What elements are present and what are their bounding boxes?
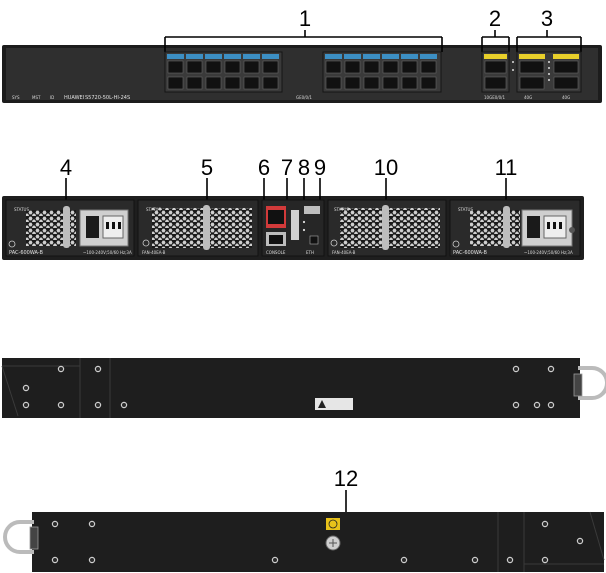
callout-7: 7	[281, 155, 293, 180]
warning-icon	[318, 400, 326, 408]
sfp-label-a: 40G	[524, 95, 532, 100]
psu-right-status-label: STATUS	[458, 207, 473, 212]
callout-9: 9	[314, 155, 326, 180]
psu-right-rating: ~100-240V;50/60 Hz;3A	[524, 250, 573, 255]
fan-module-left: STATUS FAN-40EA-B	[137, 199, 259, 257]
sfp-label-b: 40G	[562, 95, 570, 100]
fan-right-model: FAN-40EA-B	[332, 250, 356, 255]
sys-indicator-label: SYS	[12, 95, 20, 100]
callout-3-bracket	[516, 30, 582, 52]
psu-left-model: PAC-600WA-B	[9, 250, 43, 256]
callout-2-bracket	[481, 30, 510, 52]
sfp-port-group-right	[322, 51, 442, 93]
fan-module-right: STATUS FAN-40EA-B	[327, 199, 447, 257]
handle-right	[578, 366, 606, 400]
psu-left-rating: ~100-240V;50/60 Hz;3A	[83, 250, 132, 255]
mst-indicator-label: MST	[32, 95, 41, 100]
callout-8: 8	[298, 155, 310, 180]
callout-5: 5	[201, 155, 213, 180]
callout-11: 11	[495, 155, 518, 180]
side-panel-left	[3, 490, 605, 572]
handle-left	[3, 520, 34, 554]
side-panel-right	[1, 358, 606, 418]
psu-left-status-label: STATUS	[14, 207, 29, 212]
power-module-left: STATUS PAC-600WA-B ~100-240V;50/60 Hz;3A	[5, 199, 135, 257]
combo-port-label: 10GE0/0/1	[484, 95, 506, 100]
callout-4: 4	[60, 155, 72, 180]
callout-6: 6	[258, 155, 270, 180]
power-module-right: STATUS PAC-600WA-B ~100-240V;50/60 Hz;3A	[449, 199, 581, 257]
sfp-port-group-left	[164, 51, 283, 93]
fan-left-status-label: STATUS	[146, 207, 161, 212]
id-indicator-label: ID	[50, 95, 54, 100]
side-panel-left-screws	[51, 520, 584, 564]
ground-label	[326, 518, 340, 530]
callout-2: 2	[489, 6, 501, 31]
callout-10: 10	[374, 155, 398, 180]
brand-label: HUAWEI	[64, 95, 84, 101]
fan-right-status-label: STATUS	[334, 207, 349, 212]
front-panel: SYS MST ID HUAWEI S5720-50L-HI-24S GE0/0…	[2, 30, 602, 103]
model-label: S5720-50L-HI-24S	[85, 95, 130, 101]
port-range-label: GE0/0/1	[296, 95, 312, 100]
rear-panel: STATUS PAC-600WA-B ~100-240V;50/60 Hz;3A…	[2, 178, 584, 260]
combo-port-group	[481, 51, 510, 93]
management-area: CONSOLE ETH	[261, 199, 325, 257]
qsfp-port-group	[512, 51, 582, 93]
eth-label: ETH	[306, 250, 314, 255]
fan-left-model: FAN-40EA-B	[142, 250, 166, 255]
psu-right-model: PAC-600WA-B	[453, 250, 487, 256]
console-label: CONSOLE	[266, 250, 286, 255]
callout-1-bracket	[164, 30, 443, 52]
callout-1: 1	[299, 6, 311, 31]
side-panel-right-screws	[22, 365, 555, 409]
callout-3: 3	[541, 6, 553, 31]
ground-icon	[328, 519, 338, 529]
callout-12: 12	[334, 466, 358, 491]
